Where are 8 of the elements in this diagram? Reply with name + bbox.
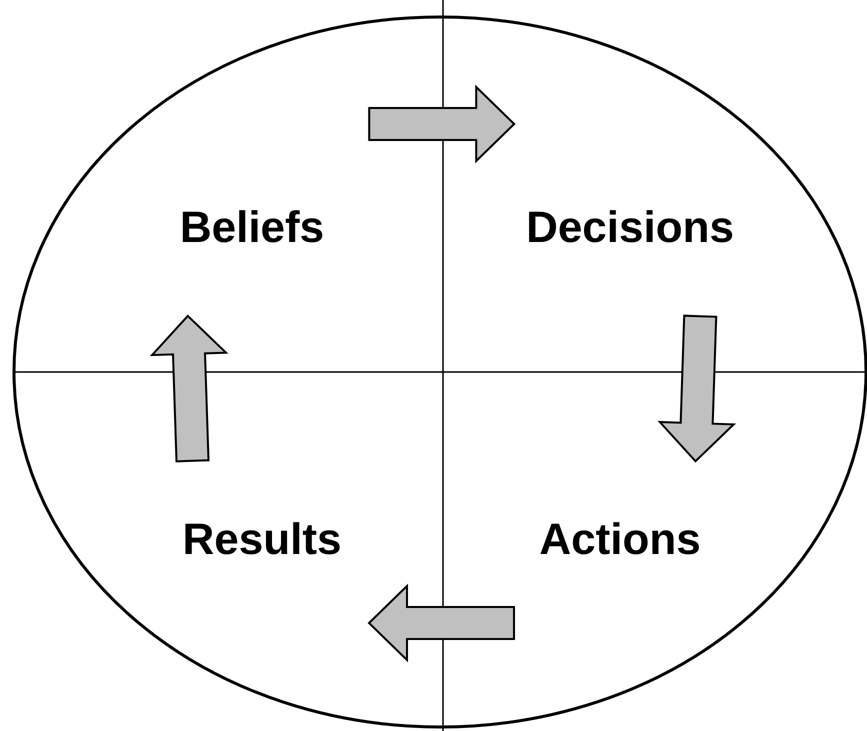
stage-label: Decisions xyxy=(526,204,734,252)
block-arrow xyxy=(368,584,515,662)
stage-label: Results xyxy=(182,516,342,564)
block-arrow xyxy=(657,314,736,463)
stage-label: Actions xyxy=(539,516,701,564)
block-arrow xyxy=(368,84,516,164)
stage-label: Beliefs xyxy=(180,204,324,252)
block-arrow xyxy=(150,314,228,462)
